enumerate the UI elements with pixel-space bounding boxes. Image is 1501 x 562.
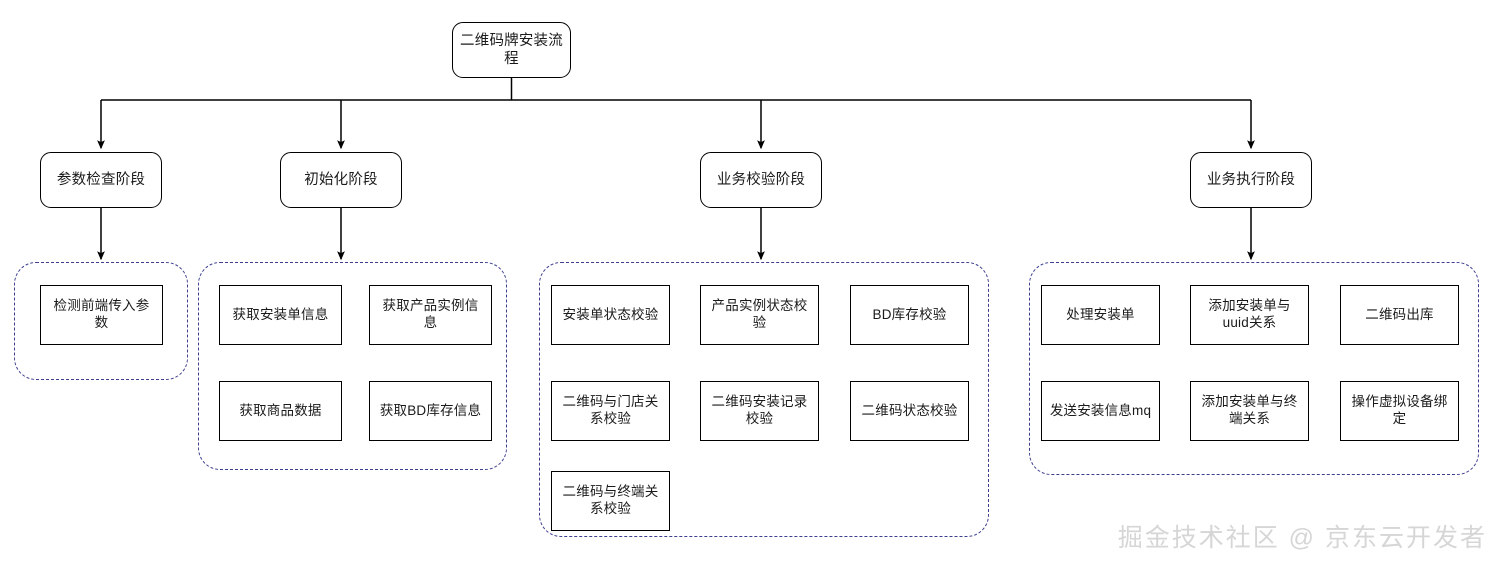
task-node-3-5[interactable]: 二维码安装记录校验 bbox=[700, 381, 819, 441]
task-node-3-7[interactable]: 二维码与终端关系校验 bbox=[551, 471, 670, 531]
phase-node-4[interactable]: 业务执行阶段 bbox=[1190, 152, 1312, 208]
task-node-4-2[interactable]: 添加安装单与uuid关系 bbox=[1190, 285, 1309, 345]
task-node-2-1[interactable]: 获取安装单信息 bbox=[219, 285, 342, 345]
task-node-4-4[interactable]: 发送安装信息mq bbox=[1041, 381, 1160, 441]
task-node-2-4[interactable]: 获取BD库存信息 bbox=[369, 381, 492, 441]
task-node-3-3[interactable]: BD库存校验 bbox=[850, 285, 969, 345]
task-node-1-1[interactable]: 检测前端传入参数 bbox=[40, 285, 163, 345]
phase-group-2 bbox=[198, 262, 507, 470]
task-node-3-2[interactable]: 产品实例状态校验 bbox=[700, 285, 819, 345]
task-node-4-6[interactable]: 操作虚拟设备绑定 bbox=[1340, 381, 1459, 441]
root-node[interactable]: 二维码牌安装流程 bbox=[452, 22, 571, 78]
task-node-4-3[interactable]: 二维码出库 bbox=[1340, 285, 1459, 345]
task-node-2-3[interactable]: 获取商品数据 bbox=[219, 381, 342, 441]
task-node-2-2[interactable]: 获取产品实例信息 bbox=[369, 285, 492, 345]
task-node-4-5[interactable]: 添加安装单与终端关系 bbox=[1190, 381, 1309, 441]
watermark-label: 掘金技术社区 @ 京东云开发者 bbox=[1117, 524, 1487, 552]
phase-node-1[interactable]: 参数检查阶段 bbox=[40, 152, 162, 208]
phase-group-1 bbox=[14, 262, 188, 380]
phase-group-3 bbox=[539, 262, 989, 537]
task-node-4-1[interactable]: 处理安装单 bbox=[1041, 285, 1160, 345]
task-node-3-1[interactable]: 安装单状态校验 bbox=[551, 285, 670, 345]
task-node-3-4[interactable]: 二维码与门店关系校验 bbox=[551, 381, 670, 441]
phase-node-2[interactable]: 初始化阶段 bbox=[280, 152, 402, 208]
phase-node-3[interactable]: 业务校验阶段 bbox=[700, 152, 822, 208]
phase-group-4 bbox=[1029, 262, 1479, 475]
task-node-3-6[interactable]: 二维码状态校验 bbox=[850, 381, 969, 441]
